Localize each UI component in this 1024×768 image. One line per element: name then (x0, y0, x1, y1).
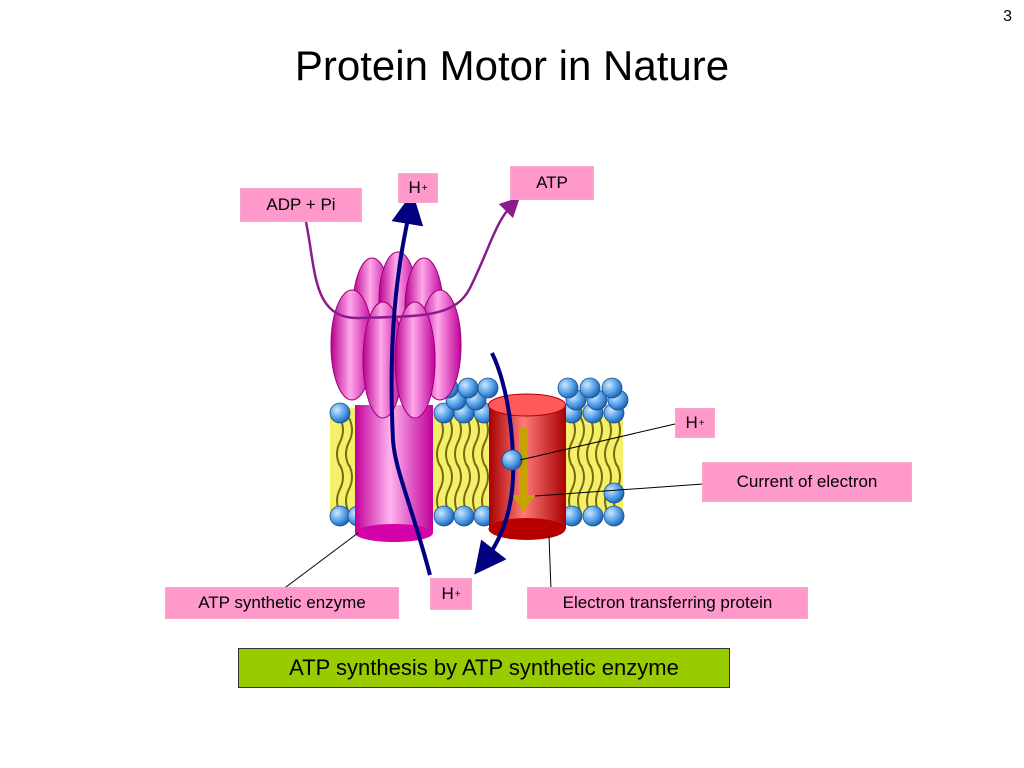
lipid-tail (436, 464, 444, 514)
lipid-head (329, 505, 351, 527)
proton-ball (501, 449, 523, 471)
label-h-plus-right: H+ (675, 408, 715, 438)
label-h-plus-bottom-sup: + (454, 588, 461, 600)
diagram-caption: ATP synthesis by ATP synthetic enzyme (238, 648, 730, 688)
lipid-tail (613, 417, 621, 467)
lipid-head (453, 505, 475, 527)
lipid-tail (436, 417, 444, 467)
label-h-plus-top-base: H (408, 178, 421, 197)
lipid-tail (595, 464, 603, 514)
atp-synthase-head (330, 251, 462, 419)
lipid-head (603, 505, 625, 527)
lipid-tail (463, 417, 471, 467)
label-electron-transferring-protein: Electron transferring protein (527, 587, 808, 619)
electron-current-arrow (512, 428, 535, 512)
lipid-tail (345, 464, 353, 514)
label-h-plus-right-base: H (685, 413, 698, 432)
atp-synthase-stalk (355, 405, 433, 542)
label-h-plus-top-sup: + (421, 182, 428, 194)
lipid-head (457, 377, 479, 399)
lipid-tail (604, 417, 612, 467)
reaction-arrow (304, 196, 521, 320)
lipid-head (601, 377, 623, 399)
label-h-plus-right-sup: + (698, 417, 705, 429)
lipid-tail (481, 417, 489, 467)
label-atp-synthetic-enzyme: ATP synthetic enzyme (165, 587, 399, 619)
label-h-plus-bottom: H+ (430, 578, 472, 610)
lipid-tail (454, 464, 462, 514)
lipid-tail (345, 417, 353, 467)
label-adp-pi: ADP + Pi (240, 188, 362, 222)
lipid-tail (472, 464, 480, 514)
lipid-head (329, 402, 351, 424)
leader-lines (281, 423, 704, 591)
lipid-tail (586, 417, 594, 467)
lipid-tail (568, 417, 576, 467)
page-number: 3 (1003, 8, 1012, 25)
lipid-head (582, 505, 604, 527)
lipid-tail (454, 417, 462, 467)
lipid-head (557, 377, 579, 399)
lipid-tail (336, 417, 344, 467)
lipid-tail (472, 417, 480, 467)
lipid-head (603, 482, 625, 504)
label-current-of-electron: Current of electron (702, 462, 912, 502)
lipid-head (477, 377, 499, 399)
lipid-head (433, 505, 455, 527)
lipid-tail (445, 417, 453, 467)
label-h-plus-bottom-base: H (441, 584, 454, 603)
lipid-tail (577, 417, 585, 467)
label-atp: ATP (510, 166, 594, 200)
slide-title: Protein Motor in Nature (294, 42, 730, 89)
lipid-tail (577, 464, 585, 514)
label-h-plus-top: H+ (398, 173, 438, 203)
proton-path-up (389, 192, 432, 576)
lipid-head (579, 377, 601, 399)
lipid-tail (586, 464, 594, 514)
